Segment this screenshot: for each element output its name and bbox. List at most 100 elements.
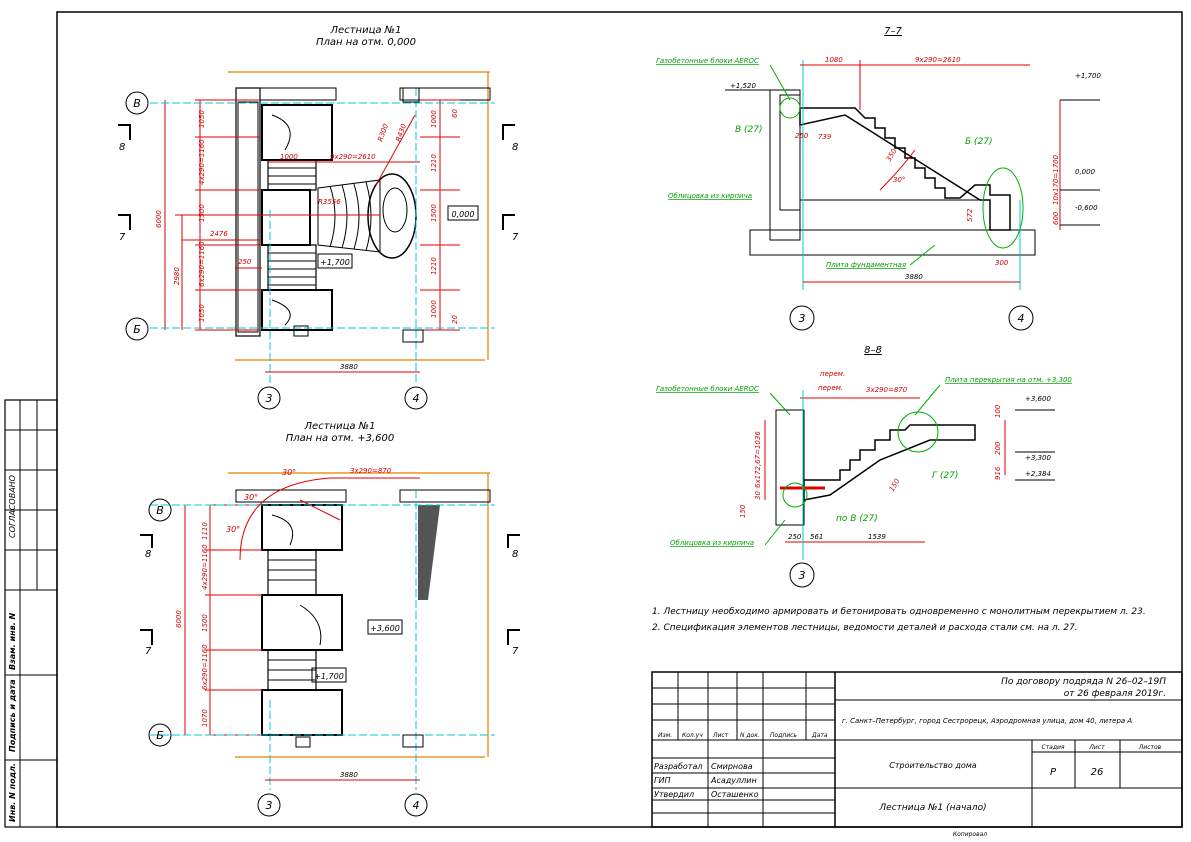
stamp-sheet-name: Лестница №1 (начало)	[878, 803, 986, 813]
row-role-0: Разработал	[654, 762, 702, 771]
plan1-dim-r1: 1210	[430, 154, 438, 172]
stamp-sheet-label: Лист	[1088, 744, 1105, 751]
plan1-dim-l2: 1500	[198, 204, 206, 222]
stamp-address: г. Санкт–Петербург, город Сестрорецк, Аэ…	[842, 717, 1132, 725]
sec77-lvl-600: -0,600	[1075, 204, 1098, 212]
plan2-dim-l1: 4х290=1160	[201, 544, 209, 590]
plan1-axis-left: 3	[266, 392, 273, 405]
sec88-dim-1539: 1539	[868, 533, 886, 541]
side-agreed: СОГЛАСОВАНО	[8, 475, 17, 538]
plan1-dim-r0: 1000	[430, 110, 438, 128]
sec88-dim-3x290: 3х290=870	[866, 386, 908, 394]
side-invp: Инв. N подл.	[8, 763, 17, 822]
title-block: Изм. Кол.уч Лист N док. Подпись Дата Раз…	[651, 671, 1183, 838]
plan1-dim-250: 250	[238, 258, 252, 266]
sheet-frame	[56, 11, 1183, 828]
plan2-level2: +1,700	[314, 672, 344, 681]
sec77-axis-right: 4	[1018, 312, 1025, 325]
sec88-lvl-2384: +2,384	[1025, 470, 1051, 478]
plan1-axis-bottom: Б	[133, 323, 141, 336]
plan1-sec8-r: 8	[512, 142, 518, 153]
plan1-dim-total: 6000	[155, 210, 163, 228]
sec88-label-gas: Газобетонные блоки AEROC	[656, 385, 759, 393]
sec88-title: 8–8	[864, 345, 882, 356]
note-2: 2. Спецификация элементов лестницы, ведо…	[652, 623, 1078, 633]
sec77-lvl-000: 0,000	[1075, 168, 1096, 176]
plan2-title: Лестница №1	[304, 421, 376, 432]
sec88-dim-916: 916	[994, 466, 1002, 480]
side-inv: Взам. инв. N	[8, 612, 17, 670]
plan1-dim-2476: 2476	[210, 230, 228, 238]
stamp-sheets-label: Листов	[1138, 744, 1162, 751]
plan1-dim-l0: 1050	[198, 110, 206, 128]
plan1-dim-r3556: R3556	[318, 198, 341, 206]
plan1-title: Лестница №1	[330, 25, 402, 36]
plan2-dim-3x290: 3х290=870	[350, 467, 392, 475]
sec77-dim-3880: 3880	[905, 273, 923, 281]
plan1-dim-1000: 1000	[280, 153, 298, 161]
plan2-dim-l0: 1110	[201, 522, 209, 540]
plan1-dim-r4: 1000	[430, 300, 438, 318]
section-8-8: 8–8 перем. перем. 3х290=870 100 200 916 …	[656, 345, 1072, 588]
sec88-dim-6x172: 6х172,67=1036	[754, 431, 762, 488]
sec77-axis-left: 3	[799, 312, 806, 325]
sec77-dim-250: 250	[795, 132, 809, 140]
sec88-label-pov: по В (27)	[836, 514, 878, 524]
sec88-lvl-3300: +3,300	[1025, 454, 1051, 462]
sec88-dim-250: 250	[788, 533, 802, 541]
plan2-sec8-r: 8	[512, 549, 518, 560]
plan1-dim-60: 60	[451, 109, 459, 118]
col-date: Дата	[811, 732, 828, 739]
sec88-axis: 3	[799, 569, 806, 582]
plan1-dim-r2: 1500	[430, 204, 438, 222]
sec77-label-brick: Облицовка из кирпича	[668, 192, 752, 200]
plan2-dim-bottom: 3880	[340, 771, 358, 779]
sec77-dim-300: 300	[995, 259, 1009, 267]
plan1-dim-20: 20	[451, 315, 459, 324]
sec77-dim-30: 30°	[893, 176, 905, 184]
plan1-sec8-l: 8	[119, 142, 125, 153]
col-sign: Подпись	[770, 732, 797, 739]
plan2-axis-top: В	[156, 504, 164, 517]
sec77-lvl-1700: +1,700	[1075, 72, 1101, 80]
sec88-lvl-3600: +3,600	[1025, 395, 1051, 403]
plan1-level: 0,000	[452, 210, 475, 219]
plan1-dim-bottom: 3880	[340, 363, 358, 371]
sec88-label-g: Г (27)	[932, 471, 958, 481]
plan2-sec7-r: 7	[512, 646, 519, 657]
col-izm: Изм.	[658, 732, 672, 739]
stamp-footer: Копировал	[953, 831, 987, 838]
plan2-level: +3,600	[370, 624, 400, 633]
plan1-dim-l1: 4х290=1160	[198, 139, 206, 185]
sec77-label-gas: Газобетонные блоки AEROC	[656, 57, 759, 65]
plan1-dim-r3: 1210	[430, 257, 438, 275]
plan2-dim-30a: 30°	[282, 468, 296, 477]
row-name-2: Осташенко	[711, 790, 759, 799]
plan1-dim-r300: R300	[376, 122, 390, 142]
sec88-dim-200: 200	[994, 441, 1002, 455]
row-name-1: Асадуллин	[710, 776, 757, 785]
sec77-lvl-1520: +1,520	[730, 82, 756, 90]
plan2-dim-l4: 1070	[201, 709, 209, 727]
plan2-dim-30b: 30°	[244, 493, 258, 502]
sec88-dim-perem1: перем.	[820, 370, 845, 378]
stamp-project: Строительство дома	[889, 761, 977, 770]
sec88-dim-561: 561	[810, 533, 823, 541]
stamp-sheet: 26	[1091, 767, 1104, 778]
plan1-sec7-l: 7	[119, 232, 126, 243]
row-role-1: ГИП	[654, 776, 670, 785]
sec77-dim-572: 572	[966, 208, 974, 222]
sec88-label-slab: Плита перекрытия на отм. +3,300	[945, 376, 1072, 384]
plan2-dim-30c: 30°	[226, 525, 240, 534]
note-1: 1. Лестницу необходимо армировать и бето…	[652, 607, 1146, 617]
plan1-level2: +1,700	[320, 258, 350, 267]
plan1-axis-top: В	[133, 97, 141, 110]
sec88-dim-100: 100	[994, 404, 1002, 418]
plan2-subtitle: План на отм. +3,600	[286, 433, 394, 444]
row-role-2: Утвердил	[654, 790, 694, 799]
plan1-dim-l3: 6х290=1160	[198, 241, 206, 287]
sec88-dim-150: 150	[888, 477, 902, 493]
sec77-label-slab: Плита фундаментная	[826, 261, 906, 269]
plan2-axis-bottom: Б	[156, 729, 164, 742]
